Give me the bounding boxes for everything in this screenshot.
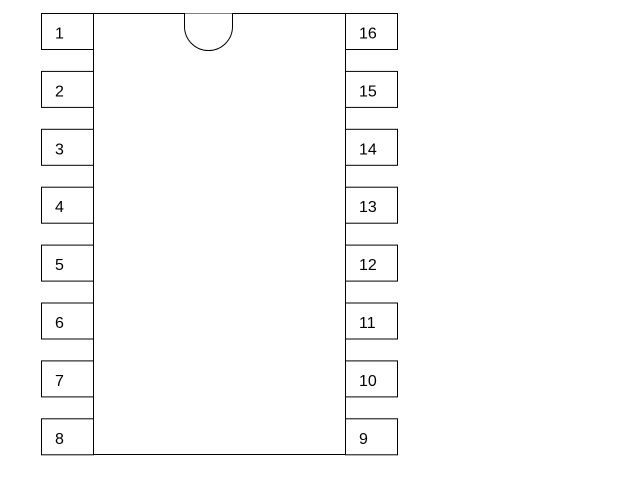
pin-number-label: 1 — [55, 26, 64, 43]
pin-8: 8 — [41, 418, 94, 456]
pin-number-label: 8 — [55, 431, 64, 448]
pin-6: 6 — [41, 302, 94, 340]
pin-box — [345, 244, 398, 282]
pin-1: 1 — [41, 13, 94, 50]
pin-box — [345, 70, 398, 108]
pin-box — [41, 418, 94, 456]
chip-body — [93, 13, 346, 455]
pin-box — [41, 128, 94, 166]
pin-box — [345, 418, 398, 456]
pin-number-label: 12 — [359, 257, 377, 274]
pin-box — [345, 186, 398, 224]
pin-box — [41, 244, 94, 282]
pin-4: 4 — [41, 186, 94, 224]
pin-number-label: 5 — [55, 257, 64, 274]
pin-number-label: 4 — [55, 199, 64, 216]
pin-10: 10 — [345, 360, 398, 398]
pin-number-label: 9 — [359, 431, 368, 448]
pin-12: 12 — [345, 244, 398, 282]
pin-number-label: 11 — [359, 315, 376, 332]
right-pin-column: 16 15 14 13 12 11 10 9 — [345, 13, 398, 456]
pin-box — [41, 13, 94, 50]
pin-15: 15 — [345, 70, 398, 108]
pin-box — [41, 70, 94, 108]
pin-box — [345, 360, 398, 398]
pin-box — [41, 186, 94, 224]
pin-9: 9 — [345, 418, 398, 456]
pin-number-label: 2 — [55, 83, 64, 100]
pin-number-label: 10 — [359, 373, 377, 390]
orientation-notch — [184, 13, 233, 51]
pin-number-label: 6 — [55, 315, 64, 332]
pin-number-label: 14 — [359, 141, 377, 158]
pin-number-label: 3 — [55, 141, 64, 158]
left-pin-column: 1 2 3 4 5 6 7 8 — [41, 13, 94, 456]
pin-box — [41, 302, 94, 340]
pin-2: 2 — [41, 70, 94, 108]
pin-number-label: 13 — [359, 199, 377, 216]
pin-16: 16 — [345, 13, 398, 50]
pin-11: 11 — [345, 302, 398, 340]
pin-number-label: 15 — [359, 83, 377, 100]
pin-13: 13 — [345, 186, 398, 224]
pin-3: 3 — [41, 128, 94, 166]
pin-14: 14 — [345, 128, 398, 166]
pin-number-label: 7 — [55, 373, 64, 390]
pin-number-label: 16 — [359, 26, 377, 43]
pin-box — [345, 128, 398, 166]
pin-5: 5 — [41, 244, 94, 282]
pin-box — [345, 13, 398, 50]
pin-box — [41, 360, 94, 398]
pin-7: 7 — [41, 360, 94, 398]
